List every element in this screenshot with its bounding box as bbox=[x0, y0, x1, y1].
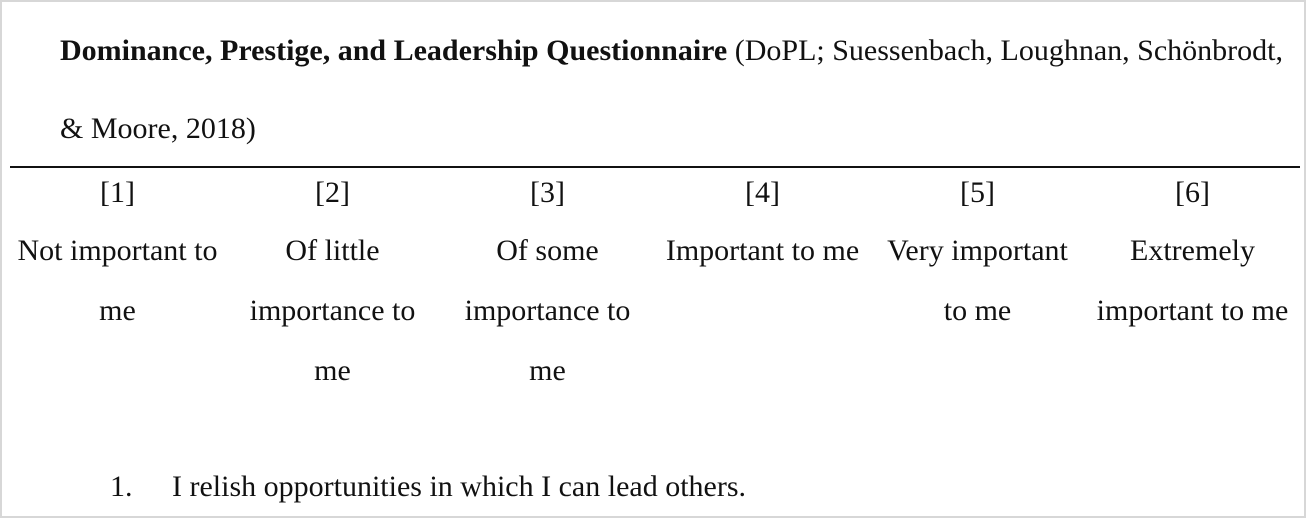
scale-option-label: Extremely important to me bbox=[1096, 234, 1289, 327]
scale-option-number: [3] bbox=[530, 176, 565, 209]
scale-option-number: [4] bbox=[745, 176, 780, 209]
scale-option-label: Of some importance to me bbox=[464, 234, 631, 387]
scale-option-5: [5] Very important to me bbox=[870, 171, 1085, 401]
list-item: 1. I relish opportunities in which I can… bbox=[110, 467, 1260, 507]
horizontal-rule bbox=[10, 166, 1300, 168]
scale-option-4: [4] Important to me bbox=[655, 171, 870, 401]
scale-option-number: [6] bbox=[1175, 176, 1210, 209]
response-scale: [1] Not important to me [2] Of little im… bbox=[10, 171, 1300, 401]
item-text: I relish opportunities in which I can le… bbox=[172, 470, 747, 503]
scale-option-number: [1] bbox=[100, 176, 135, 209]
scale-option-3: [3] Of some importance to me bbox=[440, 171, 655, 401]
questionnaire-heading: Dominance, Prestige, and Leadership Ques… bbox=[60, 12, 1290, 168]
scale-option-number: [5] bbox=[960, 176, 995, 209]
scale-option-label: Not important to me bbox=[17, 234, 218, 327]
scale-option-label: Very important to me bbox=[887, 234, 1068, 327]
scale-option-label: Of little importance to me bbox=[249, 234, 416, 387]
questionnaire-citation: (DoPL; Suessenbach, Loughnan, Schönbrodt… bbox=[60, 34, 1284, 145]
questionnaire-title: Dominance, Prestige, and Leadership Ques… bbox=[60, 34, 728, 67]
scale-option-1: [1] Not important to me bbox=[10, 171, 225, 401]
scale-option-number: [2] bbox=[315, 176, 350, 209]
scale-option-6: [6] Extremely important to me bbox=[1085, 171, 1300, 401]
scale-option-2: [2] Of little importance to me bbox=[225, 171, 440, 401]
item-number: 1. bbox=[110, 470, 133, 503]
scale-option-label: Important to me bbox=[665, 234, 860, 267]
